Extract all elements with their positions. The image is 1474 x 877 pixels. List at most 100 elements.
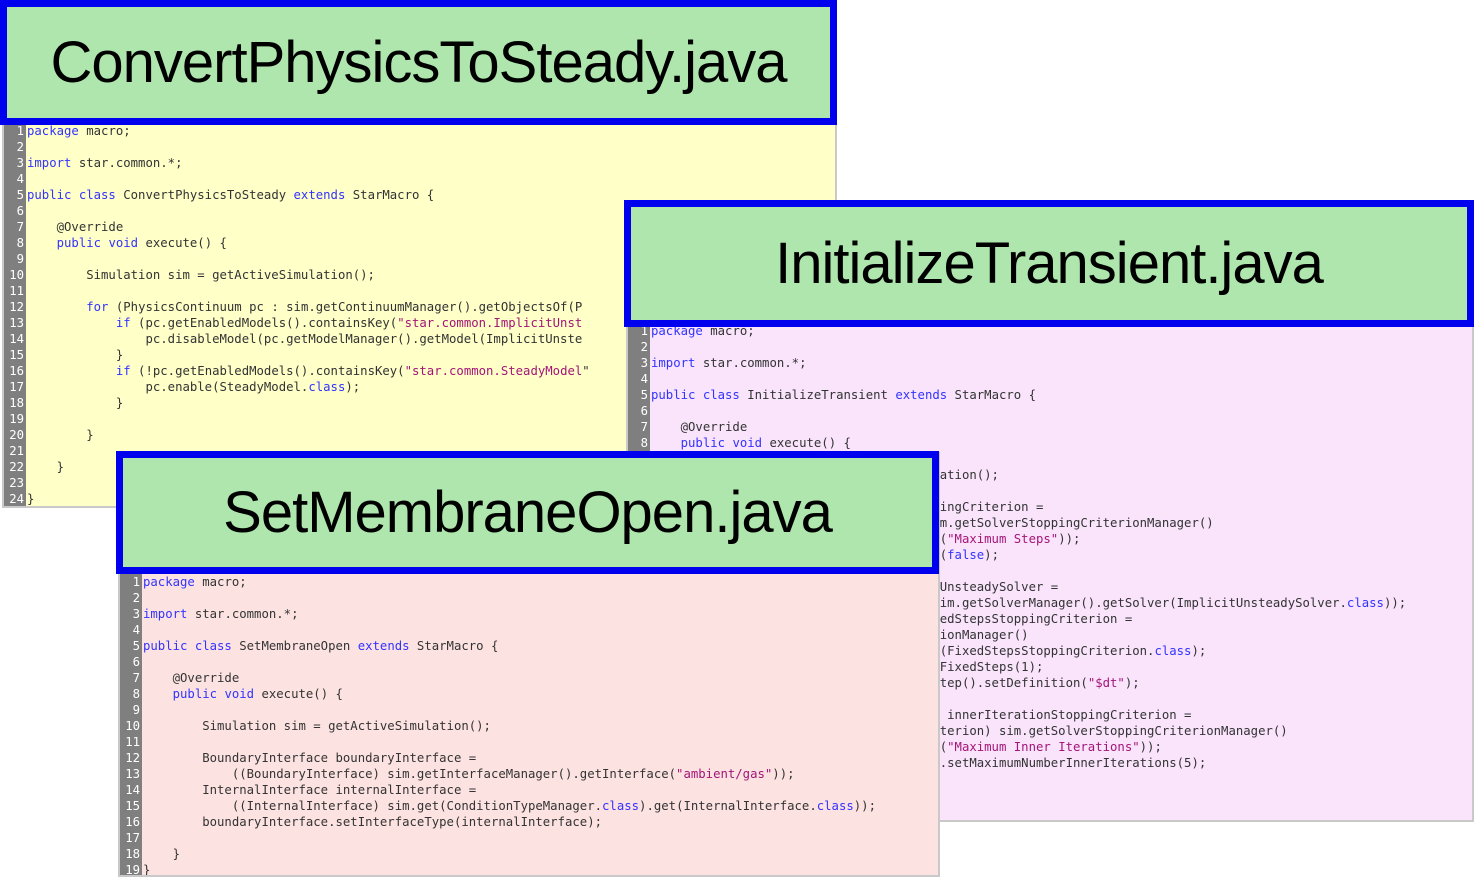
file-title-initialize-transient: InitializeTransient.java [624,200,1474,327]
line-number: 5 [132,639,140,653]
code-token: )); [853,799,876,813]
line-number: 7 [640,420,648,434]
code-token: ConvertPhysicsToSteady [115,188,294,202]
code-token: } [143,847,181,861]
code-token: } [143,863,151,877]
code-token: BoundaryInterface boundaryInterface = [143,751,477,765]
line-number: 8 [132,687,140,701]
line-number: 17 [9,380,24,394]
code-line: 13 if (pc.getEnabledModels().containsKey… [4,315,835,331]
line-number: 15 [9,348,24,362]
code-token [27,300,86,314]
code-token [27,236,57,250]
code-token: } [27,428,94,442]
code-token: class [1346,596,1384,610]
code-line: 14 pc.disableModel(pc.getModelManager().… [4,331,835,347]
code-token: execute() { [254,687,343,701]
line-number: 20 [9,428,24,442]
code-token: class [1154,644,1192,658]
code-token: class [602,799,640,813]
code-line: 9 [4,251,835,267]
code-token: pc.disableModel(pc.getModelManager().get… [27,332,583,346]
code-line: 13 ((BoundaryInterface) sim.getInterface… [120,766,938,782]
file-title-text: InitializeTransient.java [775,231,1324,296]
code-line: 15 } [4,347,835,363]
line-number: 5 [16,188,24,202]
line-number: 6 [132,655,140,669]
code-token: "$dt" [1087,676,1125,690]
code-token: import [651,356,696,370]
code-line: 8 public void execute() { [4,235,835,251]
code-line: 2 [120,590,938,606]
code-token: @Override [651,420,748,434]
line-number: 24 [9,492,24,506]
code-token: (PhysicsContinuum pc : sim.getContinuumM… [108,300,583,314]
code-token: public void [680,436,763,450]
code-token: )); [1139,740,1162,754]
code-token: )); [772,767,795,781]
code-line: 18 } [120,846,938,862]
code-token: macro; [702,324,755,338]
code-token: "Maximum Inner Iterations" [947,740,1140,754]
line-number: 5 [640,388,648,402]
code-token: pc.enable(SteadyModel. [27,380,309,394]
code-token: package [651,324,703,338]
code-token: (pc.getEnabledModels().containsKey( [130,316,398,330]
line-number: 1 [16,124,24,138]
line-number: 8 [640,436,648,450]
code-token: public class [143,639,232,653]
file-title-text: SetMembraneOpen.java [223,480,833,545]
code-token: "star.common.ImplicitUnst [397,316,583,330]
code-token [27,316,116,330]
line-number: 16 [9,364,24,378]
code-line: 19} [120,862,938,877]
code-token: macro; [194,575,247,589]
code-token: ); [1124,676,1140,690]
line-number: 21 [9,444,24,458]
code-token: StarMacro { [345,188,435,202]
code-line: 7 @Override [120,670,938,686]
file-title-set-membrane-open: SetMembraneOpen.java [116,451,939,574]
line-number: 9 [16,252,24,266]
code-token: package [143,575,195,589]
code-token: } [27,460,65,474]
line-number: 11 [9,284,24,298]
code-line: 24} [4,491,835,506]
code-token: public class [651,388,740,402]
code-line: 10 Simulation sim = getActiveSimulation(… [120,718,938,734]
line-number: 22 [9,460,24,474]
code-token: "star.common.SteadyModel [404,364,583,378]
line-number: 4 [16,172,24,186]
code-token: class [816,799,854,813]
code-line: 11 [120,734,938,750]
line-number: 3 [640,356,648,370]
line-number: 12 [9,300,24,314]
code-line: 10 Simulation sim = getActiveSimulation(… [4,267,835,283]
line-number: 9 [132,703,140,717]
line-number: 16 [125,815,140,829]
line-number: 7 [132,671,140,685]
line-number: 18 [9,396,24,410]
code-line: 20 } [4,427,835,443]
code-line: 12 for (PhysicsContinuum pc : sim.getCon… [4,299,835,315]
line-number-gutter [4,2,26,506]
line-number: 19 [9,412,24,426]
line-number: 15 [125,799,140,813]
line-number: 4 [132,623,140,637]
line-number: 1 [640,324,648,338]
code-token: (!pc.getEnabledModels().containsKey( [130,364,405,378]
code-token [27,364,116,378]
code-token: star.common.*; [71,156,183,170]
code-token: class [308,380,346,394]
file-title-text: ConvertPhysicsToSteady.java [50,30,788,95]
code-token: false [947,548,985,562]
line-number: 23 [9,476,24,490]
line-number: 6 [640,404,648,418]
code-token: for [86,300,109,314]
line-number: 2 [640,340,648,354]
